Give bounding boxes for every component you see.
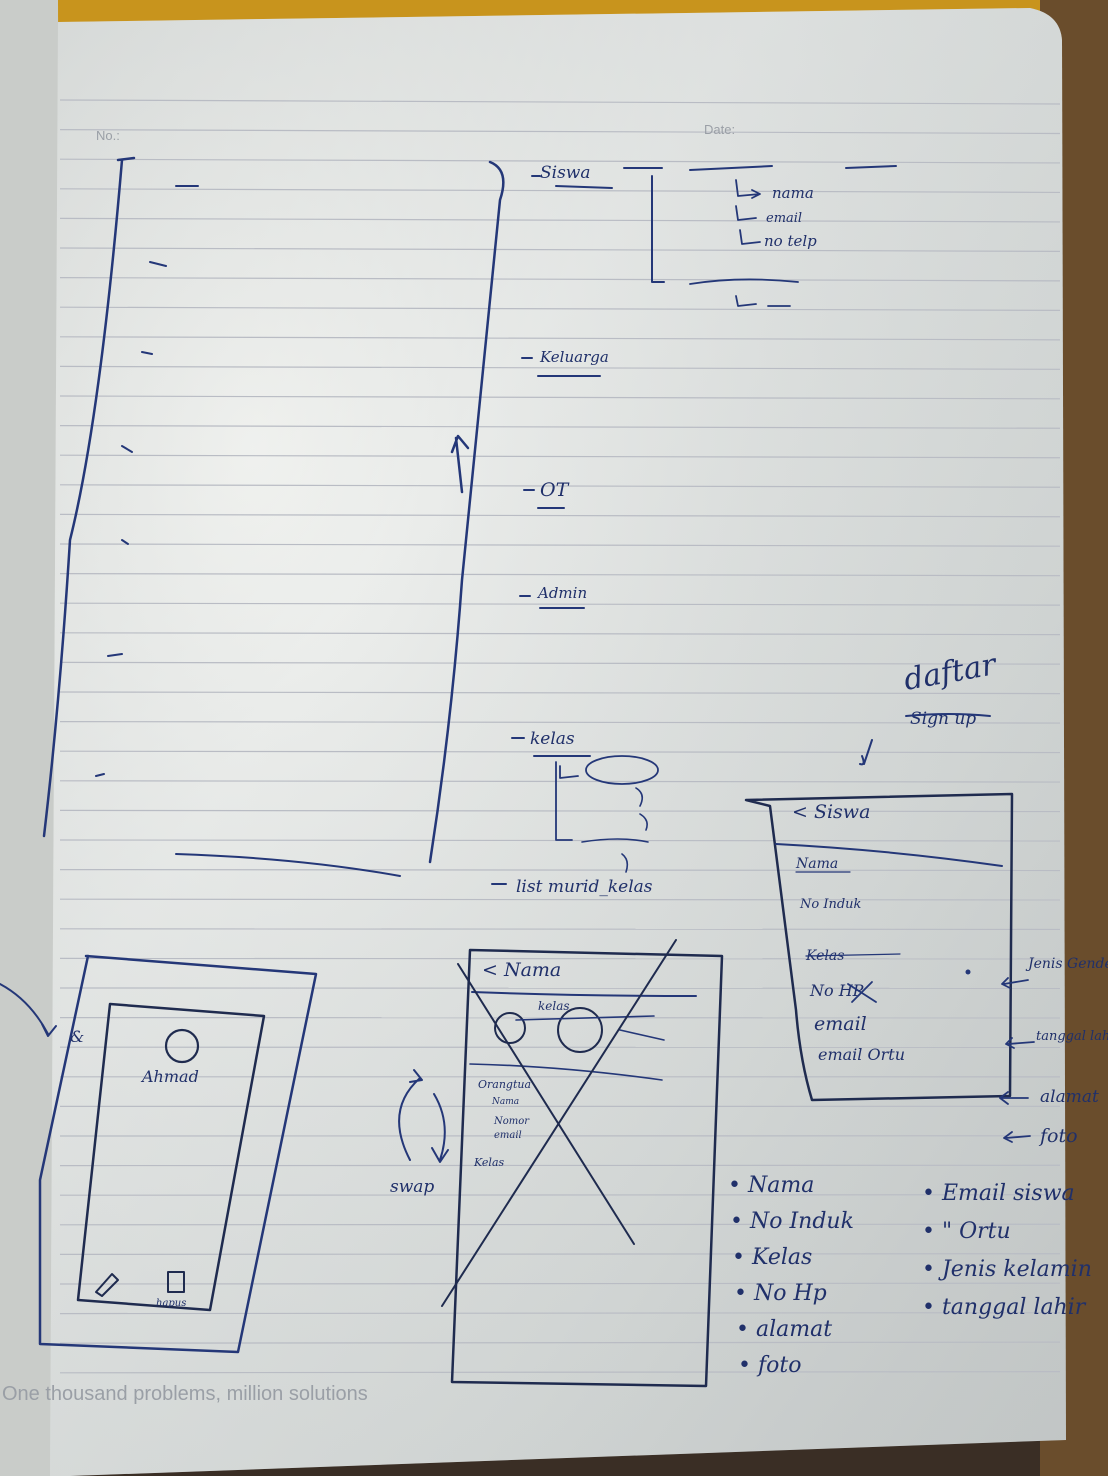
pointer-mark: & <box>70 1027 84 1046</box>
side-label-alamat: alamat <box>1040 1087 1099 1107</box>
menu-item-keluarga: Keluarga <box>539 348 609 366</box>
side-label-jenis-kelamin: Jenis Gender Kelamin <box>1025 956 1108 972</box>
signup-label: Sign up <box>910 709 976 729</box>
rule-line <box>59 277 1061 282</box>
side-label-tanggal-lahir: tanggal lahir <box>1036 1029 1108 1044</box>
rule-line <box>59 720 1061 724</box>
detail-line-email: email <box>494 1130 522 1141</box>
field-list-left-item-2: • Kelas <box>732 1245 812 1270</box>
rule-line <box>59 365 1061 370</box>
rule-line <box>59 868 1061 872</box>
field-list-left-item-3: • No Hp <box>734 1281 827 1306</box>
field-list-left-item-1: • No Induk <box>730 1209 854 1234</box>
rule-line <box>59 217 1061 223</box>
profile-name: Ahmad <box>140 1067 199 1086</box>
menu-item-ot: OT <box>540 479 570 501</box>
field-list-left-item-5: • foto <box>738 1353 801 1378</box>
rule-line <box>59 572 1061 577</box>
field-list-left-item-4: • alamat <box>736 1317 832 1342</box>
siswa-child-telp: no telp <box>764 232 817 250</box>
rule-line <box>59 750 1061 754</box>
swipe-note: swap <box>390 1069 449 1197</box>
rule-line <box>59 1223 1061 1226</box>
rule-line <box>59 454 1061 459</box>
rule-line <box>59 99 1061 105</box>
detail-line-kelas: Kelas <box>473 1156 505 1169</box>
number-label: No.: <box>96 128 120 143</box>
detail-subtitle: kelas <box>538 999 570 1013</box>
rule-line <box>59 898 1061 901</box>
field-list-left: • Nama • No Induk • Kelas • No Hp • alamat • … <box>728 1173 854 1378</box>
date-label: Date: <box>704 122 735 137</box>
menu-frame-sketch <box>42 156 505 877</box>
siswa-field-no-induk: No Induk <box>799 897 862 912</box>
rule-line <box>59 395 1061 400</box>
menu-item-admin: Admin <box>536 584 587 602</box>
detail-line-orangtua: Orangtua <box>478 1078 531 1091</box>
list-murid-label: list murid_kelas <box>516 877 653 897</box>
siswa-field-nama: Nama <box>795 856 838 872</box>
swipe-label: swap <box>390 1177 434 1197</box>
detail-title: < Nama <box>482 959 561 981</box>
rule-line <box>59 306 1061 311</box>
menu-tree: Siswa nama email no telp Keluarga OT Adm… <box>491 163 897 897</box>
trash-icon <box>167 1271 185 1293</box>
siswa-form-title: < Siswa <box>792 801 870 823</box>
rule-line <box>59 129 1061 135</box>
siswa-child-email: email <box>766 211 802 226</box>
siswa-field-no-hp: No HP <box>809 981 864 1000</box>
rule-line <box>59 425 1061 429</box>
menu-item-siswa: Siswa <box>540 163 591 183</box>
siswa-form-sketch: < Siswa Nama No Induk Kelas No HP email … <box>744 792 1108 1147</box>
side-label-foto: foto <box>1038 1125 1078 1147</box>
pencil-icon <box>95 1273 119 1297</box>
rule-line <box>59 247 1061 252</box>
profile-phone-sketch: Ahmad hapus & <box>0 954 318 1354</box>
rule-line <box>59 632 1061 636</box>
field-list-right: • Email siswa • " Ortu • Jenis kelamin • ta… <box>922 1181 1092 1320</box>
rule-line <box>59 1341 1061 1344</box>
detail-line-nama: Nama <box>491 1097 519 1107</box>
avatar-circle-icon <box>164 1028 200 1064</box>
rule-line <box>59 928 1061 931</box>
menu-item-kelas: kelas <box>530 729 575 749</box>
cross-out-line-b <box>441 939 677 1307</box>
left-page <box>0 0 62 1476</box>
siswa-field-email-ortu: email Ortu <box>818 1045 905 1064</box>
hapus-label: hapus <box>156 1298 186 1309</box>
field-list-right-item-2: • Jenis kelamin <box>922 1257 1092 1282</box>
rule-line <box>59 1282 1061 1285</box>
field-list-left-item-0: • Nama <box>728 1173 814 1198</box>
rule-line <box>59 809 1061 813</box>
rule-line <box>59 513 1061 518</box>
rule-line <box>59 1371 1061 1374</box>
detail-line-nomor: Nomor <box>493 1116 530 1127</box>
rule-line <box>59 543 1061 547</box>
kelas-oval <box>585 755 659 785</box>
rule-line <box>59 1253 1061 1256</box>
rule-line <box>59 691 1061 695</box>
field-list-right-item-0: • Email siswa <box>922 1181 1075 1206</box>
rule-line <box>59 336 1061 341</box>
rule-line <box>59 957 1061 960</box>
rule-line <box>59 158 1061 164</box>
rule-line <box>59 188 1061 194</box>
field-list-right-item-1: • " Ortu <box>922 1219 1011 1244</box>
rule-line <box>59 661 1061 665</box>
rule-line <box>59 780 1061 783</box>
detail-screen-sketch: < Nama kelas Orangtua Nama Nomor email K… <box>441 939 724 1388</box>
rule-line <box>59 484 1061 488</box>
cross-out-line-a <box>457 963 635 1245</box>
siswa-field-email: email <box>814 1013 867 1035</box>
rule-line <box>59 1312 1061 1315</box>
field-list-right-item-3: • tanggal lahir <box>922 1295 1087 1320</box>
rule-line <box>59 602 1061 606</box>
footer-slogan: One thousand problems, million solutions <box>2 1383 368 1405</box>
siswa-child-nama: nama <box>772 184 814 202</box>
